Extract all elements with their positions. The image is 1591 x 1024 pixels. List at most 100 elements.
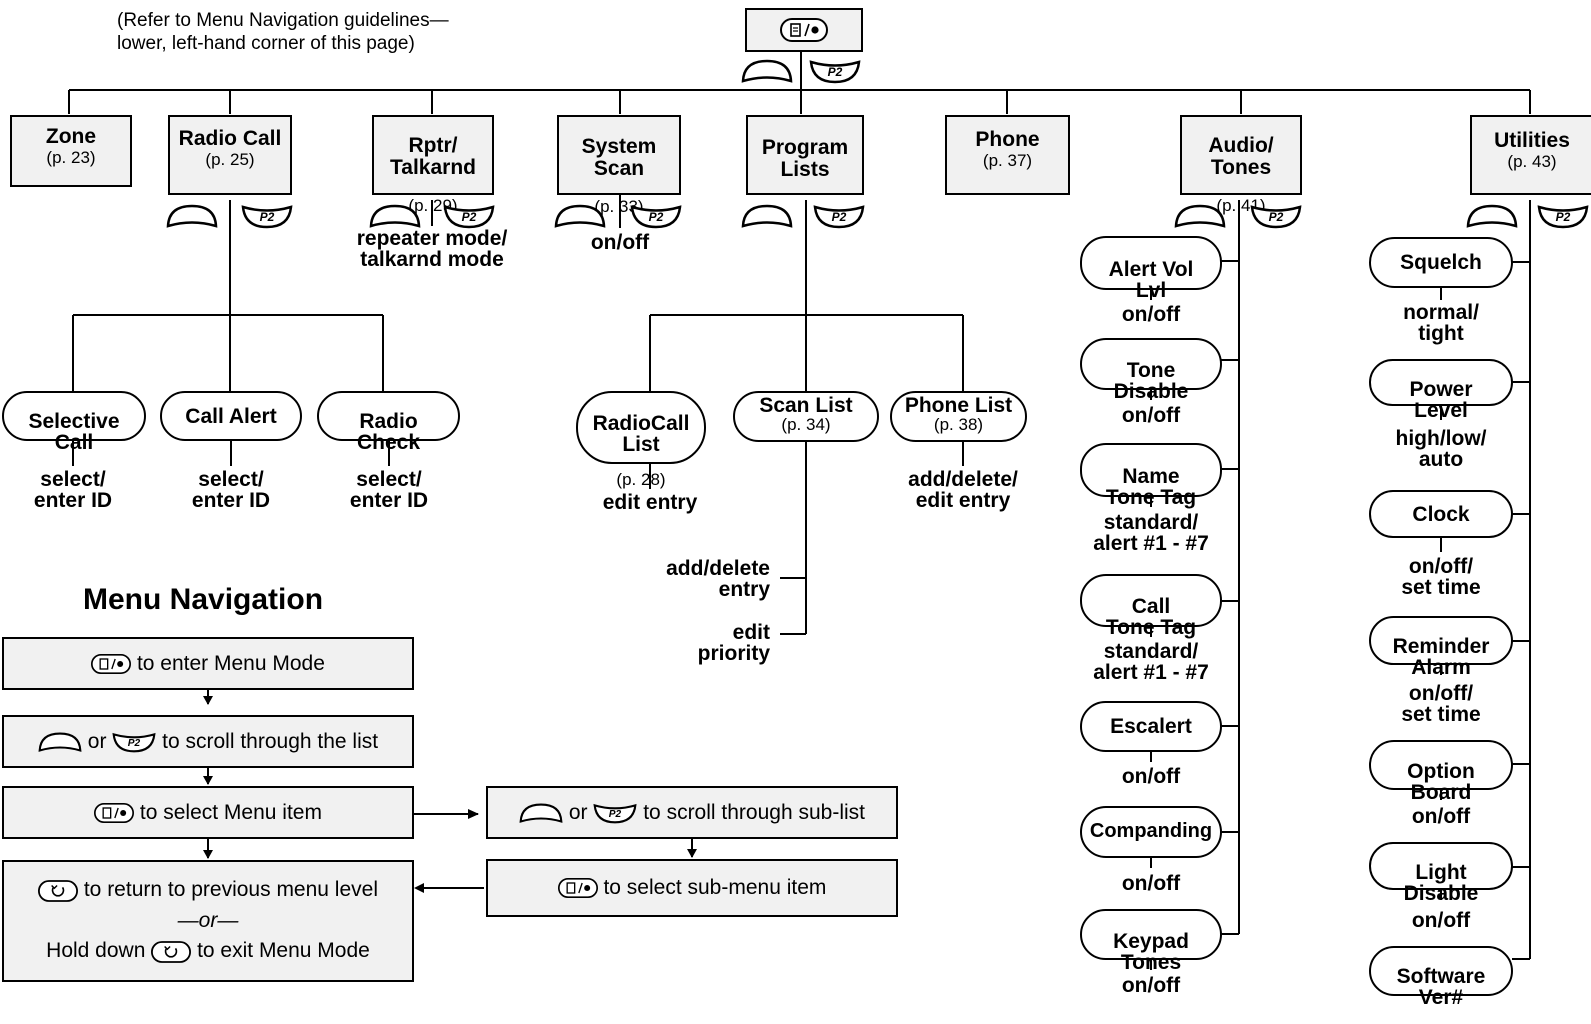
audio-companding[interactable]: Companding [1080, 806, 1222, 858]
utilities-software-ver[interactable]: Software Ver# [1369, 946, 1513, 1008]
nav-step-select-sub: to select sub-menu item [486, 859, 898, 917]
phone-list-label: Phone List [904, 394, 1013, 417]
scroll-up-key-icon [1466, 203, 1518, 229]
svg-text:P2: P2 [1269, 210, 1284, 224]
nav-or-text: or [568, 800, 588, 824]
radio-call-radio-check[interactable]: Radio Check [317, 391, 460, 453]
p2-key-icon: P2 [809, 58, 861, 84]
utilities-squelch[interactable]: Squelch [1369, 237, 1513, 288]
audio-keypad-tones[interactable]: Keypad Tones [1080, 909, 1222, 973]
system-scan-options: on/off [590, 231, 650, 254]
option-board-label: Option Board [1407, 760, 1475, 804]
home-exit-key-icon [151, 940, 192, 963]
keypad-tones-label: Keypad Tones [1113, 930, 1189, 974]
nav-return-text: to return to previous menu level [83, 878, 378, 902]
phone-list-page: (p. 38) [933, 415, 984, 434]
menu-phone-title: Phone [975, 128, 1040, 151]
p2-key-icon: P2 [112, 731, 156, 753]
alert-vol-lvl-label: Alert Vol Lvl [1108, 258, 1194, 302]
nav-hold-text: Hold down [46, 939, 146, 963]
menu-system-scan-title: System Scan [581, 134, 657, 180]
menu-zone-page: (p. 23) [46, 148, 96, 168]
menu-select-key-icon [557, 878, 598, 899]
program-phone-list[interactable]: Phone List (p. 38) [890, 391, 1027, 442]
clock-label: Clock [1412, 503, 1470, 526]
menu-system-scan[interactable]: System Scan (p. 33) [557, 115, 681, 215]
clock-options: on/off/ set time [1401, 555, 1481, 599]
nav-scroll-sub-text: to scroll through sub-list [643, 800, 865, 824]
menu-utilities-page: (p. 43) [1507, 152, 1557, 172]
nav-select-text: to select Menu item [139, 800, 322, 824]
scan-list-add-delete: add/delete entry [666, 557, 770, 601]
utilities-reminder-alarm[interactable]: Reminder Alarm [1369, 616, 1513, 678]
software-ver-label: Software Ver# [1396, 965, 1486, 1009]
svg-text:P2: P2 [649, 210, 664, 224]
audio-tone-disable[interactable]: Tone Disable [1080, 338, 1222, 402]
menu-utilities[interactable]: Utilities (p. 43) [1470, 115, 1591, 195]
power-level-options: high/low/ auto [1395, 427, 1487, 471]
utilities-light-disable[interactable]: Light Disable [1369, 842, 1513, 904]
svg-text:P2: P2 [462, 210, 477, 224]
name-tone-tag-label: Name Tone Tag [1105, 465, 1197, 509]
call-tone-tag-options: standard/ alert #1 - #7 [1093, 640, 1209, 684]
radio-call-selective-call[interactable]: Selective Call [2, 391, 146, 453]
audio-name-tone-tag[interactable]: Name Tone Tag [1080, 443, 1222, 508]
menu-zone[interactable]: Zone (p. 23) [10, 115, 132, 187]
scroll-up-key-icon [38, 731, 82, 753]
power-level-label: Power Level [1409, 378, 1473, 422]
escalert-label: Escalert [1110, 715, 1192, 738]
program-radiocall-list[interactable]: RadioCall List (p. 28) [576, 391, 706, 488]
name-tone-tag-options: standard/ alert #1 - #7 [1093, 511, 1209, 555]
navigation-reference-note: (Refer to Menu Navigation guidelines— lo… [117, 10, 449, 54]
radio-call-call-alert[interactable]: Call Alert [160, 391, 302, 441]
tone-disable-label: Tone Disable [1113, 359, 1189, 403]
nav-step-enter: to enter Menu Mode [2, 637, 414, 690]
selective-call-label: Selective Call [28, 410, 120, 454]
menu-radio-call-page: (p. 25) [205, 150, 255, 170]
utilities-power-level[interactable]: Power Level [1369, 359, 1513, 421]
alert-vol-lvl-options: on/off [1121, 303, 1181, 326]
utilities-option-board[interactable]: Option Board [1369, 740, 1513, 803]
squelch-label: Squelch [1400, 251, 1482, 274]
menu-zone-title: Zone [45, 125, 97, 148]
companding-options: on/off [1121, 872, 1181, 895]
keypad-tones-options: on/off [1121, 974, 1181, 997]
utilities-clock[interactable]: Clock [1369, 490, 1513, 538]
reminder-alarm-label: Reminder Alarm [1392, 635, 1490, 679]
p2-key-icon: P2 [443, 203, 495, 229]
reminder-alarm-options: on/off/ set time [1401, 682, 1481, 726]
menu-rptr-talkarnd[interactable]: Rptr/ Talkarnd (p. 29) [372, 115, 494, 214]
menu-select-key-icon [780, 18, 828, 42]
menu-rptr-title: Rptr/ Talkarnd [390, 133, 476, 179]
radio-check-label: Radio Check [356, 410, 421, 454]
menu-utilities-title: Utilities [1494, 129, 1570, 152]
svg-text:P2: P2 [832, 210, 847, 224]
tone-disable-options: on/off [1121, 404, 1181, 427]
companding-label: Companding [1089, 820, 1213, 842]
escalert-options: on/off [1121, 765, 1181, 788]
radiocall-list-options: edit entry [602, 491, 698, 514]
audio-escalert[interactable]: Escalert [1080, 701, 1222, 752]
nav-step-return: to return to previous menu level —or— Ho… [2, 860, 414, 982]
radiocall-list-page: (p. 28) [616, 470, 666, 489]
program-scan-list[interactable]: Scan List (p. 34) [733, 391, 879, 442]
menu-radio-call-title: Radio Call [178, 127, 282, 150]
scroll-up-key-icon [741, 203, 793, 229]
nav-step-scroll-sub: or P2 to scroll through sub-list [486, 786, 898, 839]
audio-alert-vol-lvl[interactable]: Alert Vol Lvl [1080, 236, 1222, 301]
menu-phone[interactable]: Phone (p. 37) [945, 115, 1070, 195]
nav-or-separator: —or— [177, 908, 239, 932]
audio-call-tone-tag[interactable]: Call Tone Tag [1080, 574, 1222, 638]
svg-text:P2: P2 [1556, 210, 1571, 224]
connector-lines [68, 52, 1531, 970]
scroll-up-key-icon [554, 203, 606, 229]
menu-program-lists[interactable]: Program Lists [746, 115, 864, 195]
menu-radio-call[interactable]: Radio Call (p. 25) [168, 115, 292, 195]
scan-list-label: Scan List [759, 394, 853, 417]
squelch-options: normal/ tight [1403, 301, 1479, 345]
nav-select-sub-text: to select sub-menu item [603, 876, 827, 899]
selective-call-options: select/ enter ID [33, 468, 113, 512]
menu-audio-tones[interactable]: Audio/ Tones (p. 41) [1180, 115, 1302, 214]
root-menu-key-box[interactable] [745, 8, 863, 52]
scroll-up-key-icon [166, 203, 218, 229]
